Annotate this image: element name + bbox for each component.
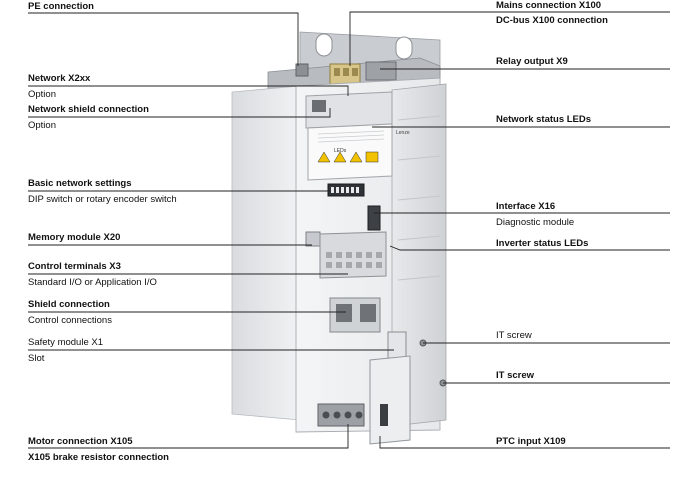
- label-basic-network: Basic network settings: [28, 178, 132, 189]
- label-brake-resistor: X105 brake resistor connection: [28, 452, 169, 463]
- brand-text: Lenze: [396, 130, 410, 136]
- label-shield-connection: Shield connection: [28, 299, 110, 310]
- label-dc-bus: DC-bus X100 connection: [496, 15, 608, 26]
- warning-icon: [317, 151, 331, 163]
- label-safety-module: Safety module X1: [28, 337, 103, 348]
- label-network-shield: Network shield connection: [28, 104, 149, 115]
- label-it-screw-2: IT screw: [496, 370, 535, 381]
- label-interface-x16-sub: Diagnostic module: [496, 217, 575, 228]
- label-interface-x16: Interface X16: [496, 201, 556, 212]
- label-network-shield-sub: Option: [28, 120, 56, 131]
- label-ptc-input: PTC input X109: [496, 436, 566, 447]
- warning-icon: [333, 151, 347, 163]
- leds-panel-text: LEDs: [334, 148, 347, 154]
- leader-inverter-status-leds: [389, 245, 670, 251]
- label-panel: [307, 123, 393, 181]
- relay-terminal-block: [365, 61, 397, 81]
- label-mains-connection: Mains connection X100: [496, 0, 602, 11]
- mounting-hole-right: [395, 36, 413, 60]
- leader-network-shield: [28, 108, 331, 118]
- label-network-x2xx: Network X2xx: [28, 73, 91, 84]
- motor-terminal-block: [317, 403, 365, 427]
- label-memory-module: Memory module X20: [28, 232, 121, 243]
- warning-icon: [349, 151, 363, 163]
- leader-network-x2xx: [28, 85, 349, 96]
- network-port: [312, 100, 326, 112]
- warning-label-box: [365, 151, 379, 163]
- leader-motor-connection: [28, 424, 349, 449]
- label-relay-output: Relay output X9: [496, 56, 568, 67]
- label-safety-module-sub: Slot: [28, 353, 45, 364]
- label-control-terminals-sub: Standard I/O or Application I/O: [28, 277, 157, 288]
- label-network-x2xx-sub: Option: [28, 89, 56, 100]
- label-inverter-status-leds: Inverter status LEDs: [496, 238, 589, 249]
- pe-terminal: [295, 63, 309, 77]
- label-motor-connection: Motor connection X105: [28, 436, 133, 447]
- label-network-status-leds: Network status LEDs: [496, 114, 592, 125]
- leader-pe-connection: [28, 12, 299, 66]
- label-it-screw-1: IT screw: [496, 330, 532, 341]
- label-basic-network-sub: DIP switch or rotary encoder switch: [28, 194, 177, 205]
- label-shield-connection-sub: Control connections: [28, 315, 112, 326]
- diagnostic-port: [367, 205, 381, 231]
- leader-mains-connection: [349, 11, 670, 66]
- label-pe-connection: PE connection: [28, 1, 94, 12]
- label-control-terminals: Control terminals X3: [28, 261, 121, 272]
- mounting-hole-left: [315, 33, 333, 57]
- leader-ptc-input: [379, 436, 670, 449]
